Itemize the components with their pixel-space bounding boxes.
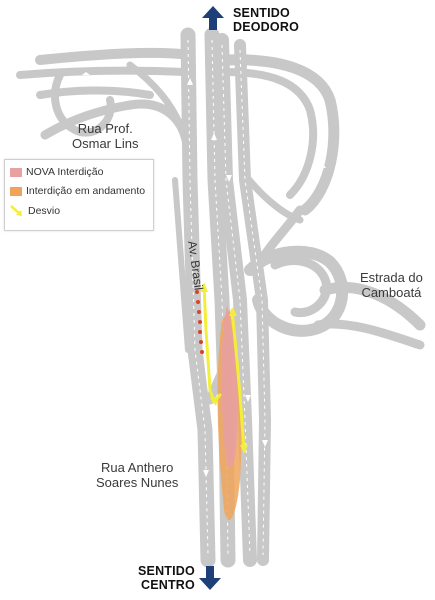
south-arrow-icon [199,566,221,590]
new-closure-swatch [10,167,22,177]
lane-arrows [82,72,326,477]
rua-osmar-lins-label: Rua Prof. Osmar Lins [72,121,139,151]
detour-arrow-icon [10,205,22,216]
north-arrow-icon [202,6,224,30]
legend-label: Interdição em andamento [26,185,146,197]
legend-item-new-closure: NOVA Interdição [10,166,103,178]
new-closure-area [221,305,238,469]
legend-label: Desvio [28,205,61,217]
ongoing-closure-swatch [10,186,22,196]
detour-arrows [200,283,248,454]
legend-item-detour: Desvio [10,205,60,217]
legend-label: NOVA Interdição [26,166,104,178]
legend: NOVA Interdição Interdição em andamento … [4,159,154,231]
closure-dots [195,290,204,354]
rua-anthero-label: Rua Anthero Soares Nunes [96,460,179,490]
estrada-camboata-label: Estrada do Camboatá [360,270,423,300]
legend-item-ongoing-closure: Interdição em andamento [10,185,145,197]
sentido-deodoro-label: SENTIDO DEODORO [233,6,299,34]
sentido-centro-label: SENTIDO CENTRO [138,564,195,592]
